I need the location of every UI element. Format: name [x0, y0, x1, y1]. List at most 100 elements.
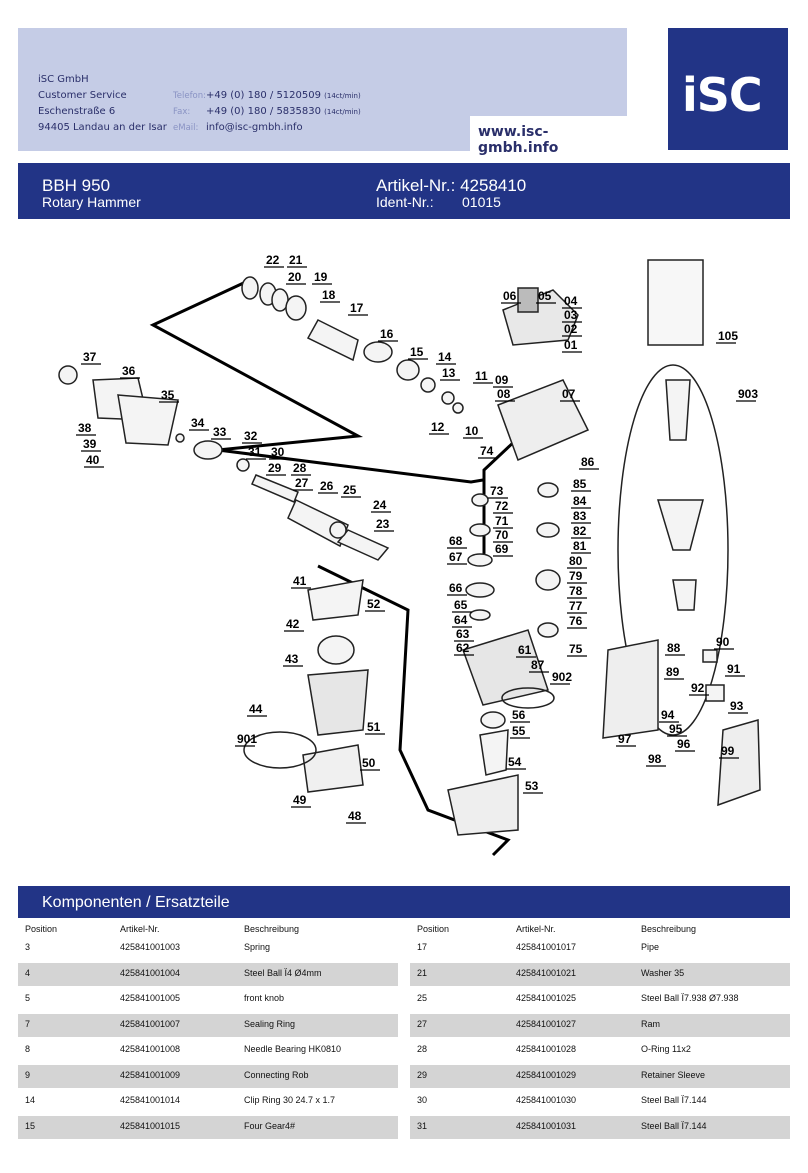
- callout-87: 87: [531, 658, 545, 672]
- callout-12: 12: [431, 420, 445, 434]
- callout-10: 10: [465, 424, 479, 438]
- components-title: Komponenten / Ersatzteile: [42, 894, 230, 911]
- callout-67: 67: [449, 550, 463, 564]
- callout-64: 64: [454, 613, 468, 627]
- fax-label: Fax:: [173, 107, 191, 117]
- cell-position: 9: [25, 1069, 31, 1080]
- cell-description: Spring: [244, 942, 271, 952]
- callout-51: 51: [367, 720, 381, 734]
- callout-85: 85: [573, 477, 587, 491]
- callout-18: 18: [322, 288, 336, 302]
- cell-position: 5: [25, 993, 31, 1003]
- cell-description: Pipe: [641, 942, 660, 952]
- product-model: BBH 950: [42, 176, 111, 195]
- callout-90: 90: [716, 635, 730, 649]
- cell-article: 425841001014: [120, 1095, 181, 1105]
- callout-43: 43: [285, 652, 299, 666]
- email-label: eMail:: [173, 123, 199, 133]
- cell-position: 14: [25, 1095, 36, 1105]
- cell-article: 425841001021: [516, 967, 577, 978]
- callout-42: 42: [286, 617, 300, 631]
- callout-23: 23: [376, 517, 390, 531]
- ident-number: 01015: [462, 194, 501, 210]
- callout-37: 37: [83, 350, 97, 364]
- header-description-right: Beschreibung: [641, 924, 697, 934]
- callout-06: 06: [503, 289, 517, 303]
- cell-position: 7: [25, 1018, 31, 1029]
- callout-63: 63: [456, 627, 470, 641]
- callout-24: 24: [373, 498, 387, 512]
- callout-05: 05: [538, 289, 552, 303]
- callout-16: 16: [380, 327, 394, 341]
- callout-26: 26: [320, 479, 334, 493]
- cell-article: 425841001004: [120, 967, 181, 978]
- callout-86: 86: [581, 455, 595, 469]
- cell-position: 15: [25, 1120, 36, 1131]
- cell-article: 425841001015: [120, 1120, 181, 1131]
- header-article-left: Artikel-Nr.: [120, 924, 160, 934]
- callout-15: 15: [410, 345, 424, 359]
- callout-98: 98: [648, 752, 662, 766]
- street-address: Eschenstraße 6: [38, 106, 116, 117]
- cell-description: Connecting Rob: [244, 1069, 309, 1080]
- cell-position: 21: [417, 967, 428, 978]
- callout-27: 27: [295, 476, 309, 490]
- cell-position: 25: [417, 993, 428, 1003]
- cell-description: Ram: [641, 1018, 661, 1029]
- callout-13: 13: [442, 366, 456, 380]
- cell-article: 425841001008: [120, 1044, 181, 1054]
- callout-32: 32: [244, 429, 258, 443]
- callout-49: 49: [293, 793, 307, 807]
- callout-72: 72: [495, 499, 509, 513]
- website-link[interactable]: www.isc-gmbh.info: [478, 124, 559, 156]
- callout-83: 83: [573, 509, 587, 523]
- callout-61: 61: [518, 643, 532, 657]
- cell-description: Steel Ball Ï4 Ø4mm: [244, 967, 322, 978]
- cell-position: 28: [417, 1044, 428, 1054]
- callout-95: 95: [669, 722, 683, 736]
- email-link[interactable]: info@isc-gmbh.info: [206, 122, 303, 133]
- callout-902: 902: [552, 670, 572, 684]
- callout-91: 91: [727, 662, 741, 676]
- callout-94: 94: [661, 708, 675, 722]
- callout-79: 79: [569, 569, 583, 583]
- callout-19: 19: [314, 270, 328, 284]
- callout-31: 31: [248, 445, 262, 459]
- cell-description: Sealing Ring: [244, 1018, 296, 1029]
- callout-07: 07: [562, 387, 576, 401]
- callout-96: 96: [677, 737, 691, 751]
- callout-09: 09: [495, 373, 509, 387]
- cell-article: 425841001005: [120, 993, 181, 1003]
- isc-logo: iSC: [668, 28, 788, 150]
- product-band: BBH 950 Rotary Hammer Artikel-Nr.: 42584…: [18, 163, 790, 219]
- callout-04: 04: [564, 294, 578, 308]
- callout-78: 78: [569, 584, 583, 598]
- callout-48: 48: [348, 809, 362, 823]
- callout-82: 82: [573, 524, 587, 538]
- callout-40: 40: [86, 453, 100, 467]
- cell-position: 27: [417, 1018, 428, 1029]
- callout-73: 73: [490, 484, 504, 498]
- callout-53: 53: [525, 779, 539, 793]
- callout-36: 36: [122, 364, 136, 378]
- fax-number: +49 (0) 180 / 5835830 (14ct/min): [206, 106, 361, 117]
- cell-position: 17: [417, 942, 428, 952]
- callout-74: 74: [480, 444, 494, 458]
- cell-article: 425841001031: [516, 1120, 577, 1131]
- callout-55: 55: [512, 724, 526, 738]
- cell-article: 425841001017: [516, 942, 577, 952]
- phone-number: +49 (0) 180 / 5120509 (14ct/min): [206, 90, 361, 101]
- callout-71: 71: [495, 514, 509, 528]
